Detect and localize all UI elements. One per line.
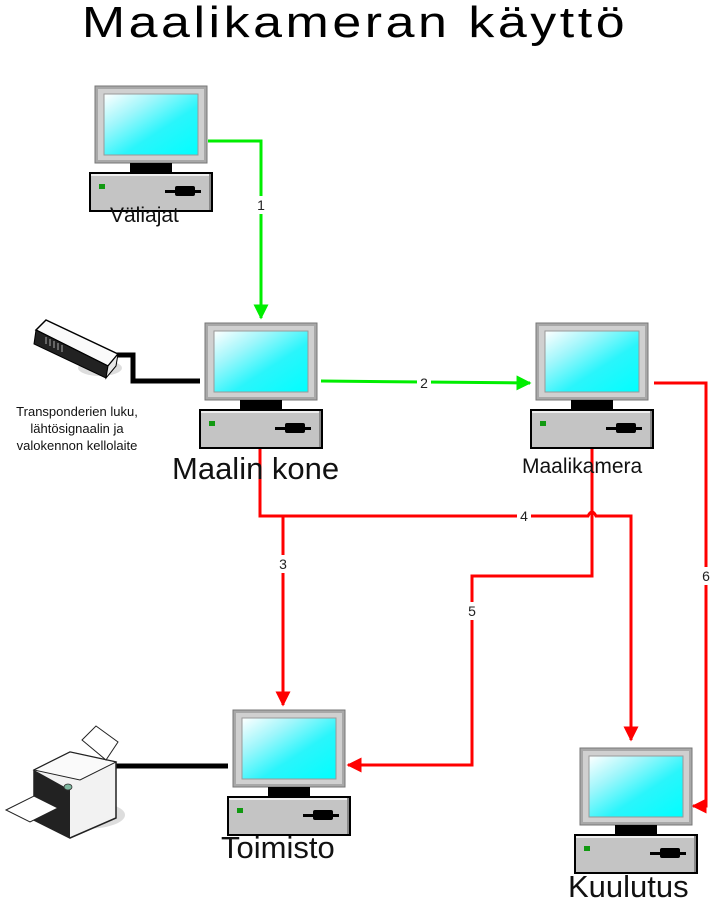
connection-3 — [258, 445, 291, 707]
node-label-kuulutus: Kuulutus — [568, 869, 689, 904]
connection-label-1: 1 — [257, 197, 265, 213]
clock-device-icon[interactable] — [33, 319, 122, 380]
connection-label-3: 3 — [279, 556, 287, 572]
connection-label-5: 5 — [468, 603, 476, 619]
node-label-toimisto: Toimisto — [221, 830, 335, 865]
node-label-maalikamera: Maalikamera — [522, 455, 643, 478]
printer-icon[interactable] — [4, 725, 125, 839]
diagram-title: Maalikameran käyttö — [81, 0, 629, 47]
node-label-maalin-kone: Maalin kone — [172, 451, 340, 486]
cable-kellolaite — [105, 352, 200, 384]
device-label-kellolaite: Transponderien luku, lähtösignaalin ja v… — [0, 403, 154, 454]
connection-1 — [208, 139, 269, 320]
connection-6 — [654, 381, 708, 814]
connection-label-6: 6 — [702, 568, 710, 584]
computer-maalin-kone[interactable] — [198, 322, 324, 450]
computer-kuulutus[interactable] — [573, 747, 699, 875]
computer-valiajat[interactable] — [88, 85, 214, 213]
connection-label-2: 2 — [420, 375, 428, 391]
device-label-line-3: valokennon kellolaite — [16, 438, 138, 453]
computer-toimisto[interactable] — [226, 709, 352, 837]
device-label-line-1: Transponderien luku, — [16, 404, 138, 419]
computer-maalikamera[interactable] — [529, 322, 655, 450]
connection-5 — [346, 445, 594, 773]
node-label-valiajat: Väliajat — [110, 204, 179, 227]
connection-4 — [283, 510, 639, 742]
connection-label-4: 4 — [520, 508, 528, 524]
device-label-line-2: lähtösignaalin ja — [30, 421, 124, 436]
